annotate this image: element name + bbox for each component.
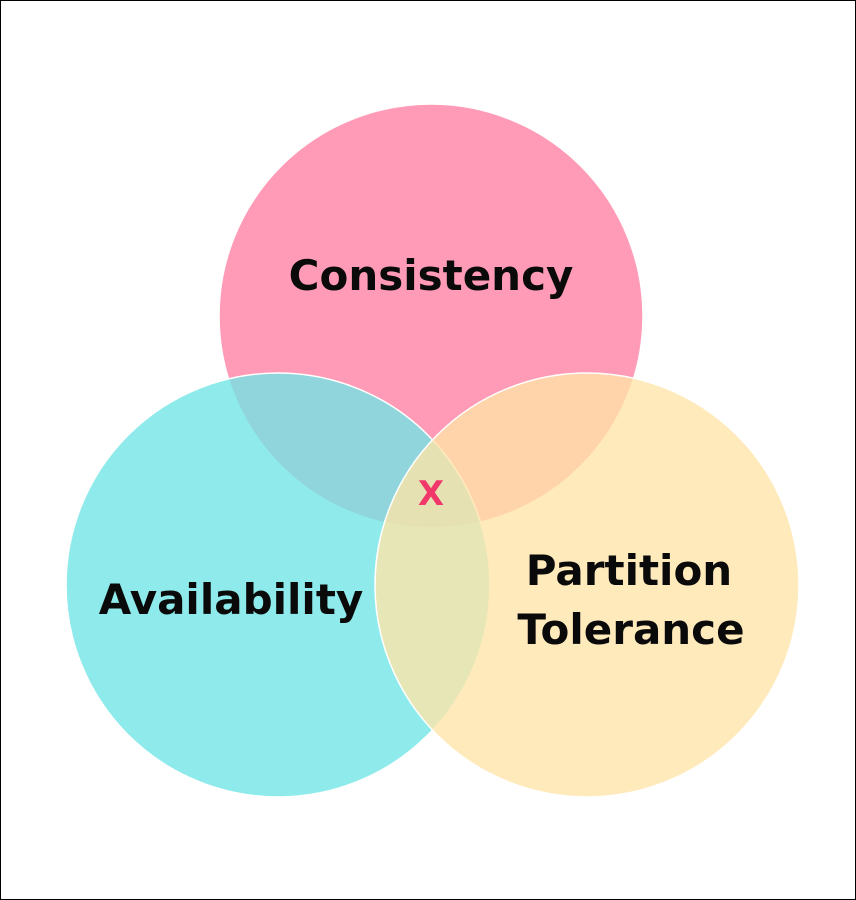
center-x-mark: X (418, 474, 444, 514)
availability-label: Availability (99, 575, 364, 624)
consistency-label: Consistency (289, 251, 574, 300)
partition-tolerance-label-line2: Tolerance (517, 605, 744, 654)
partition-tolerance-label-line1: Partition (526, 546, 732, 595)
partition-tolerance-circle (374, 372, 800, 798)
